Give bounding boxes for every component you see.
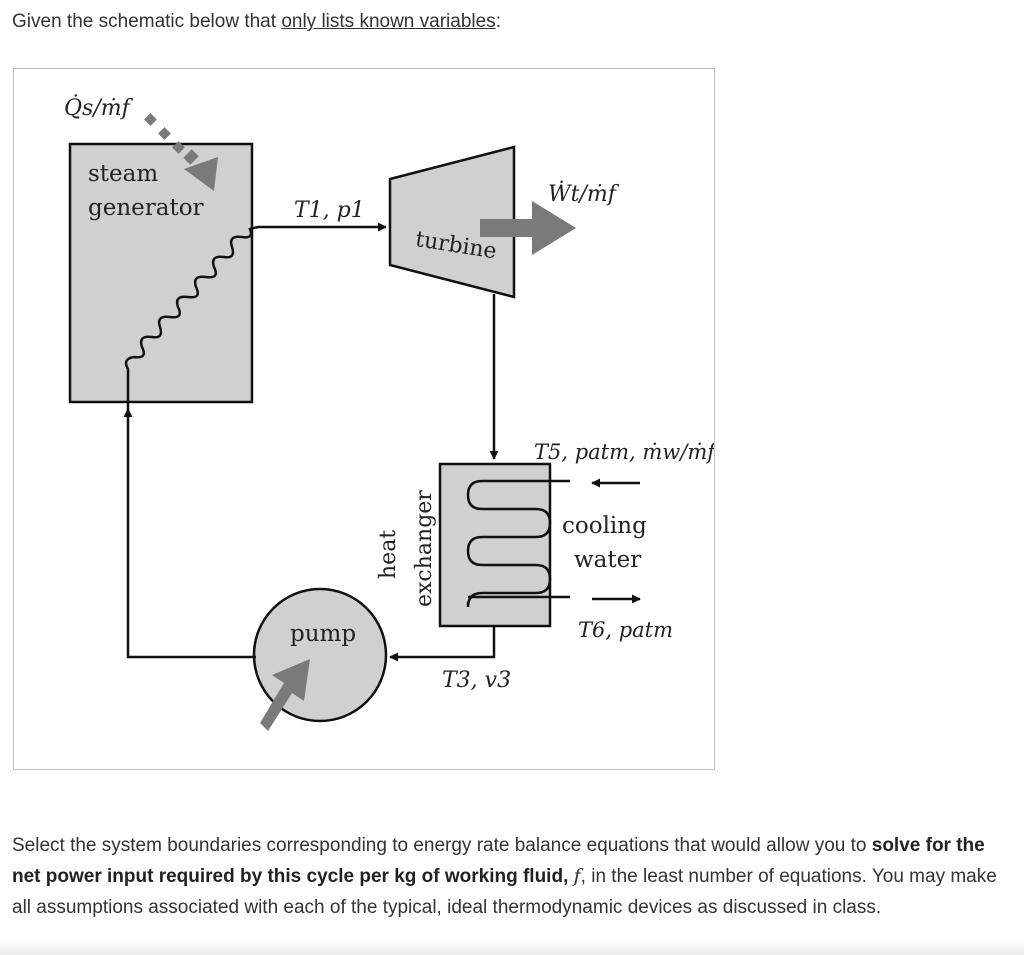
cooling-water-label-line1: cooling — [562, 513, 647, 539]
pump-work-arrow — [260, 659, 310, 731]
question-text: Select the system boundaries correspondi… — [12, 830, 1012, 923]
heat-exchanger-box — [438, 462, 552, 628]
question-part1: Select the system boundaries correspondi… — [12, 835, 872, 856]
heat-exchanger-coil — [466, 479, 570, 608]
flow-line-pump-exit — [123, 408, 256, 659]
steam-generator-coil — [124, 225, 259, 414]
cooling-water-label-line2: water — [574, 547, 641, 573]
work-output-label: Ẇt/ṁf — [548, 180, 620, 207]
bottom-fade — [0, 941, 1024, 955]
pump-label: pump — [290, 621, 356, 647]
heat-input-label: Q̇s/ṁf — [64, 95, 134, 121]
intro-text: Given the schematic below that only list… — [12, 8, 501, 36]
schematic-figure: steam generator Q̇s/ṁf T1, p1 turbine Ẇt… — [13, 68, 715, 770]
steam-generator-label-line2: generator — [88, 195, 204, 221]
heat-exchanger-label-line2: exchanger — [412, 490, 437, 607]
steam-generator-box — [68, 142, 254, 404]
steam-generator-label-line1: steam — [88, 161, 158, 187]
cooling-in-label: T5, patm, ṁw/ṁf — [534, 440, 714, 464]
question-bold: solve for the net power input required b… — [12, 835, 985, 887]
heat-exchanger-label-line1: heat — [376, 530, 401, 579]
intro-after: : — [495, 11, 501, 32]
intro-underlined: only lists known variables — [281, 11, 496, 32]
question-part2: , in the least number of equations. You … — [12, 866, 997, 918]
heat-input-arrow — [144, 113, 218, 191]
turbine-body — [388, 145, 516, 299]
state3-label: T3, v3 — [442, 668, 511, 693]
intro-before: Given the schematic below that — [12, 11, 282, 32]
rankine-cycle-schematic: steam generator Q̇s/ṁf T1, p1 turbine Ẇt… — [64, 95, 714, 731]
flow-line-state3 — [389, 626, 496, 662]
cooling-out-label: T6, patm — [578, 618, 673, 642]
work-output-arrow — [480, 201, 576, 255]
working-fluid-symbol: f — [573, 865, 581, 887]
state1-label: T1, p1 — [294, 198, 365, 223]
